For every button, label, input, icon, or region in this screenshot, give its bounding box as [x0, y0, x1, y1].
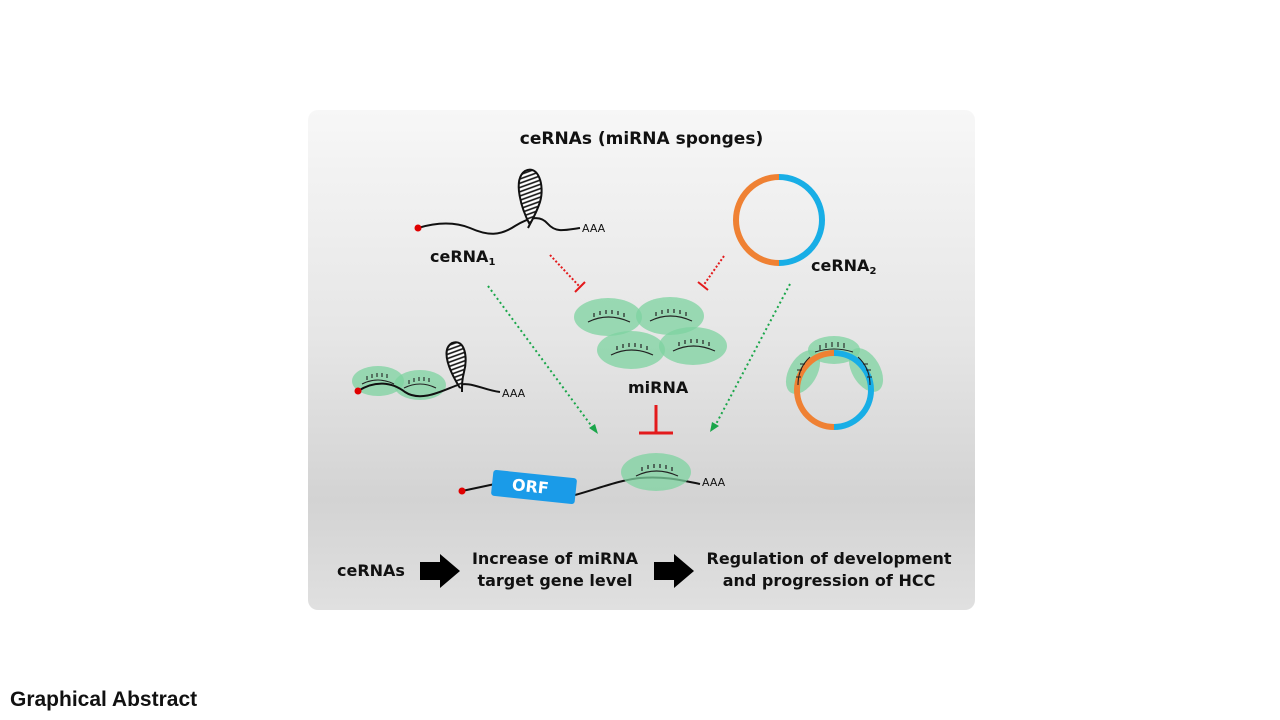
orf-box [491, 469, 577, 505]
graphical-abstract-caption: Graphical Abstract [10, 688, 198, 711]
inhibit-arrow-left [549, 254, 586, 293]
mirna-inhibit-symbol [639, 405, 673, 435]
polya-label-cerna1: AAA [582, 222, 606, 235]
orf-label: ORF [511, 475, 550, 498]
cerna1-transcript [414, 168, 581, 235]
cerna2-circrna [733, 174, 825, 266]
activate-arrow-right [710, 283, 791, 432]
inhibit-arrow-right [697, 255, 725, 291]
flow-step-hcc-regulation: Regulation of development and progressio… [706, 549, 952, 590]
polya-label-cerna1-bound: AAA [502, 387, 526, 400]
mirna-label: miRNA [628, 378, 689, 397]
target-mrna [458, 453, 701, 496]
polya-label-target: AAA [702, 476, 726, 489]
cerna1-bound [352, 341, 501, 400]
cerna1-label: ceRNA1 [430, 247, 496, 268]
flow-step-target-increase: Increase of miRNA target gene level [471, 549, 639, 590]
cerna2-label: ceRNA2 [811, 256, 877, 277]
flow-step-cernas: ceRNAs [337, 561, 405, 580]
mirna-cluster [574, 297, 727, 369]
flow-arrow-2 [654, 554, 694, 588]
flow-arrow-1 [420, 554, 460, 588]
diagram-title: ceRNAs (miRNA sponges) [519, 129, 764, 149]
activate-arrow-left [487, 285, 598, 434]
cap-dot [414, 224, 422, 232]
cerna2-bound [785, 336, 884, 430]
